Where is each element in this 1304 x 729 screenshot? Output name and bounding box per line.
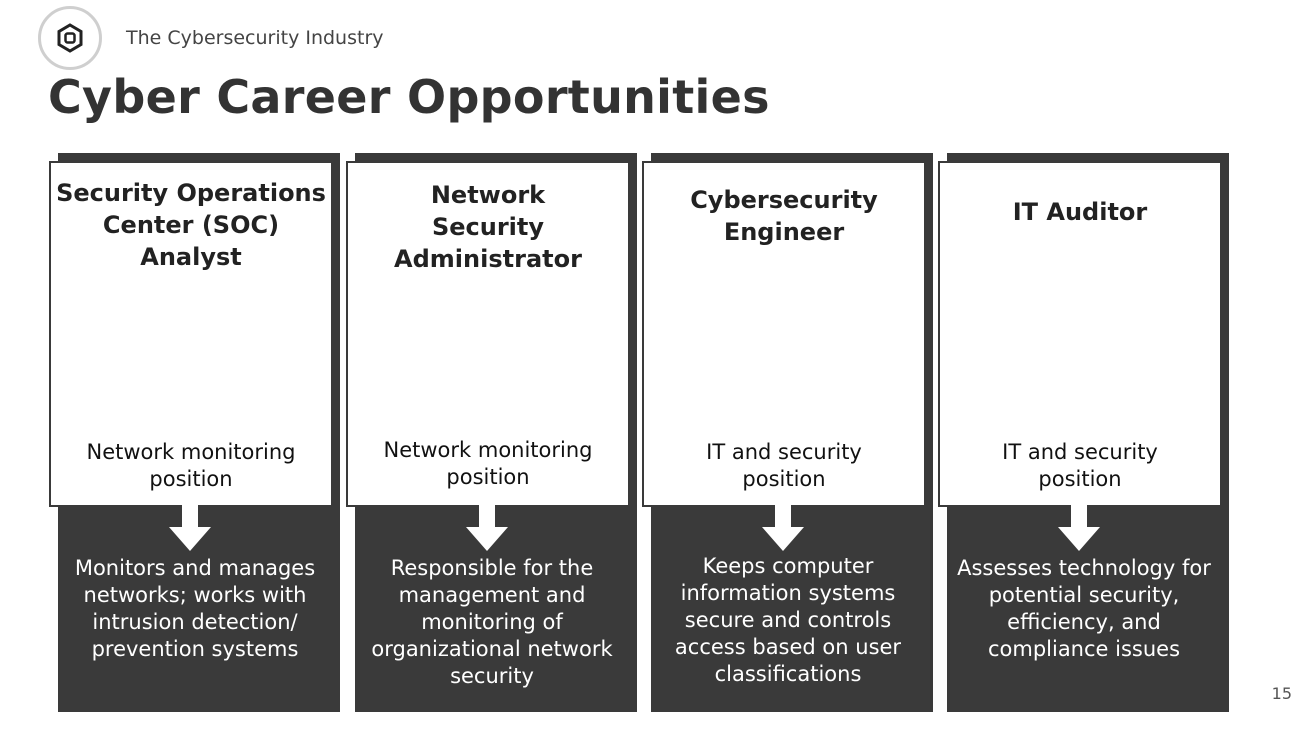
card-header-panel: IT Auditor IT and security position (938, 161, 1222, 507)
role-type: IT and security position (706, 440, 862, 491)
page-title: Cyber Career Opportunities (48, 70, 770, 124)
role-title: Security Operations Center (SOC) Analyst (56, 179, 326, 271)
role-description: Assesses technology for potential securi… (957, 556, 1211, 661)
logo-badge (38, 6, 102, 70)
card-header-panel: Security Operations Center (SOC) Analyst… (49, 161, 333, 507)
page-number: 15 (1271, 684, 1292, 703)
card-header-panel: Network Security Administrator Network m… (346, 161, 630, 507)
career-card-cybersecurity-engineer: Cybersecurity Engineer IT and security p… (642, 153, 933, 712)
role-description: Keeps computer information systems secur… (674, 554, 902, 686)
role-title: IT Auditor (1012, 198, 1148, 226)
hexagon-icon (57, 23, 83, 53)
role-description: Responsible for the management and monit… (371, 556, 613, 688)
section-label: The Cybersecurity Industry (126, 27, 384, 49)
role-type: Network monitoring position (86, 440, 296, 491)
arrow-down-icon (762, 505, 804, 551)
arrow-down-icon (466, 505, 508, 551)
role-description: Monitors and manages networks; works wit… (74, 556, 316, 661)
arrow-down-icon (1058, 505, 1100, 551)
career-card-soc-analyst: Security Operations Center (SOC) Analyst… (49, 153, 340, 712)
card-header-panel: Cybersecurity Engineer IT and security p… (642, 161, 926, 507)
role-type: IT and security position (1002, 440, 1158, 491)
role-title: Network Security Administrator (394, 181, 582, 273)
role-type: Network monitoring position (383, 438, 593, 489)
role-title: Cybersecurity Engineer (690, 186, 878, 246)
arrow-down-icon (169, 505, 211, 551)
career-card-network-security-admin: Network Security Administrator Network m… (346, 153, 637, 712)
career-card-it-auditor: IT Auditor IT and security position Asse… (938, 153, 1229, 712)
